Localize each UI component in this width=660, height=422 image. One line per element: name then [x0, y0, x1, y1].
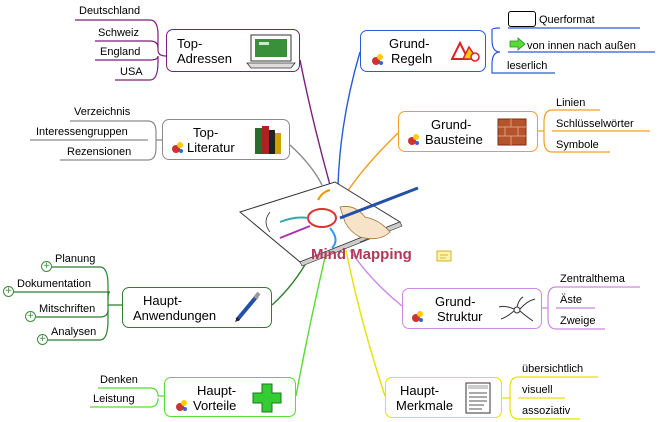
list-item[interactable]: Interessengruppen: [36, 126, 128, 138]
brick-icon: [497, 118, 527, 146]
list-item[interactable]: Linien: [556, 97, 586, 109]
node-title: Grund-Struktur: [435, 294, 483, 324]
node-title: Haupt-Anwendungen: [133, 293, 217, 323]
node-title: Grund-Bausteine: [425, 117, 483, 147]
list-item[interactable]: Deutschland: [79, 5, 141, 17]
list-item[interactable]: Planung: [55, 253, 96, 265]
hand-drawing-icon: [238, 181, 419, 267]
mindmap-link-icon: [408, 134, 419, 145]
list-item[interactable]: Denken: [100, 374, 138, 386]
mindmap-link-icon: [176, 400, 187, 411]
list-item[interactable]: Mitschriften: [39, 303, 96, 315]
connector-grund-struktur: [349, 249, 640, 330]
list-item[interactable]: Zweige: [560, 315, 596, 327]
document-icon: [465, 382, 491, 414]
green-cross-icon: [252, 383, 282, 413]
note-icon: [436, 250, 452, 262]
list-item[interactable]: Zentralthema: [560, 273, 625, 285]
list-item[interactable]: Schlüsselwörter: [556, 118, 634, 130]
books-icon: [255, 126, 281, 154]
list-item[interactable]: leserlich: [507, 60, 548, 72]
computer-icon: [246, 34, 296, 69]
node-title: Grund-Regeln: [389, 36, 433, 66]
list-item[interactable]: Äste: [560, 294, 583, 306]
tree-structure-icon: [498, 296, 536, 322]
connector-top-literatur: [30, 120, 323, 186]
connector-top-adressen: [75, 19, 331, 186]
node-haupt-anwendungen[interactable]: Haupt-Anwendungen: [122, 287, 272, 328]
node-grund-bausteine[interactable]: Grund-Bausteine: [398, 111, 538, 152]
connector-grund-regeln: [337, 27, 655, 187]
node-grund-struktur[interactable]: Grund-Struktur: [402, 288, 542, 329]
list-item[interactable]: USA: [120, 66, 143, 78]
expand-icon[interactable]: +: [37, 334, 48, 345]
mindmap-link-icon: [172, 142, 183, 153]
list-item[interactable]: Schweiz: [98, 27, 139, 39]
list-item[interactable]: Verzeichnis: [74, 106, 131, 118]
node-title: Haupt-Merkmale: [396, 383, 454, 413]
mindmap-link-icon: [412, 311, 423, 322]
list-item[interactable]: Rezensionen: [67, 146, 132, 158]
node-grund-regeln[interactable]: Grund-Regeln: [360, 30, 486, 72]
node-title: Top-Adressen: [177, 36, 232, 66]
node-haupt-vorteile[interactable]: Haupt-Vorteile: [164, 377, 296, 417]
pen-icon: [235, 291, 261, 322]
node-haupt-merkmale[interactable]: Haupt-Merkmale: [385, 377, 502, 418]
list-item[interactable]: Querformat: [539, 14, 595, 26]
landscape-icon: [508, 11, 536, 27]
list-item[interactable]: von innen nach außen: [527, 40, 636, 52]
node-title: Haupt-Vorteile: [193, 383, 237, 413]
green-arrow-icon: [509, 37, 526, 51]
list-item[interactable]: visuell: [522, 384, 553, 396]
mindmap-link-icon: [372, 54, 383, 65]
expand-icon[interactable]: +: [41, 261, 52, 272]
list-item[interactable]: assoziativ: [522, 405, 571, 417]
node-top-adressen[interactable]: Top-Adressen: [166, 29, 300, 72]
expand-icon[interactable]: +: [3, 286, 14, 297]
expand-icon[interactable]: +: [25, 311, 36, 322]
warning-signs-icon: [451, 41, 480, 62]
node-top-literatur[interactable]: Top-Literatur: [162, 119, 290, 160]
list-item[interactable]: Leistung: [93, 393, 135, 405]
node-title: Top-Literatur: [187, 125, 235, 155]
list-item[interactable]: England: [100, 46, 141, 58]
list-item[interactable]: Analysen: [51, 326, 97, 338]
list-item[interactable]: Symbole: [556, 139, 599, 151]
list-item[interactable]: Dokumentation: [17, 278, 91, 290]
connector-haupt-merkmale: [345, 249, 598, 420]
central-topic[interactable]: Mind Mapping: [311, 246, 412, 263]
list-item[interactable]: übersichtlich: [522, 363, 584, 375]
